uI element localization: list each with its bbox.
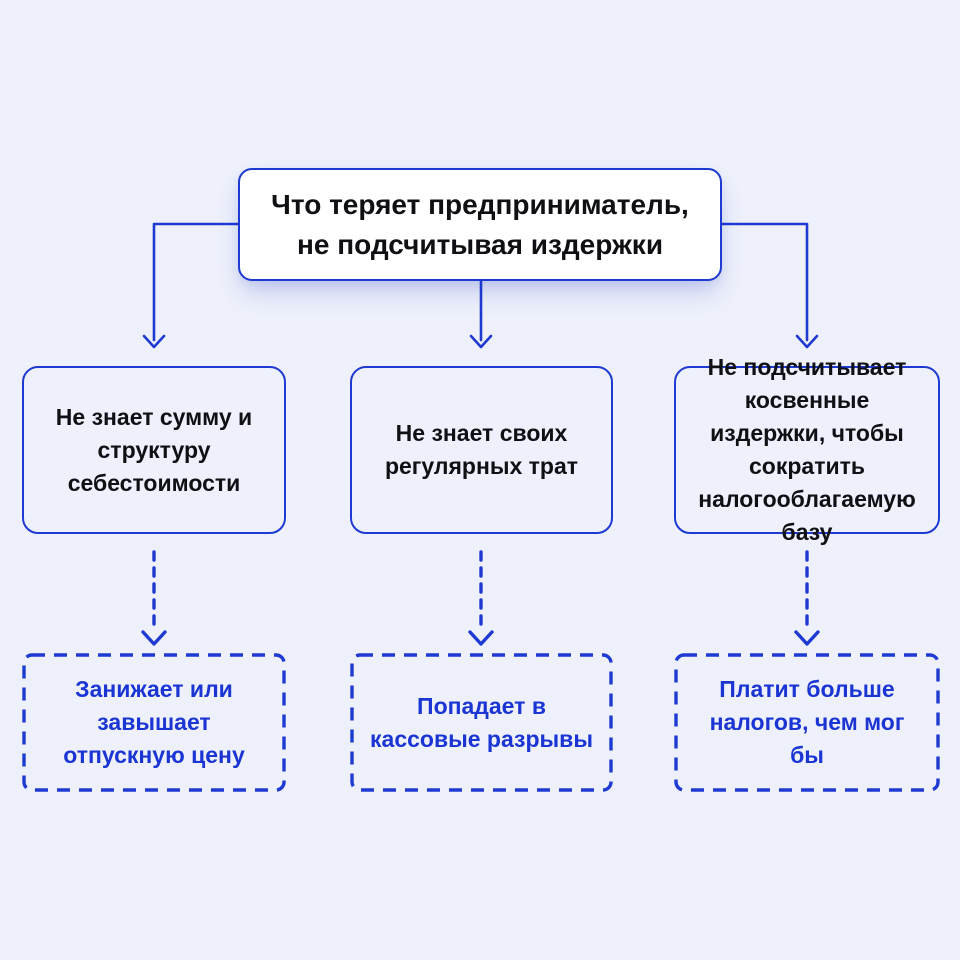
dashed-arrowhead-left xyxy=(141,630,167,646)
cause-box-indirect-costs: Не подсчитывает косвенные издержки, чтоб… xyxy=(674,354,940,545)
cause-box-cost-structure: Не знает сумму и структуру себестоимости xyxy=(22,366,286,534)
consequence-box-3-label: Платит больше налогов, чем мог бы xyxy=(709,676,905,768)
consequence-box-1-outline xyxy=(22,653,286,792)
consequence-box-2-label: Попадает в кассовые разрывы xyxy=(370,692,593,752)
solid-connector-left xyxy=(152,222,240,342)
arrowhead-left xyxy=(142,334,166,349)
root-box-title-line2: не подсчитывая издержки xyxy=(296,228,664,260)
dashed-arrowhead-center xyxy=(468,630,494,646)
root-box: Что теряет предприниматель, не подсчитыв… xyxy=(238,168,722,281)
consequence-box-taxes: Платит больше налогов, чем мог бы xyxy=(674,653,940,792)
consequence-box-3-outline xyxy=(674,653,940,792)
arrowhead-center xyxy=(469,334,493,349)
consequence-box-2-outline xyxy=(350,653,613,792)
solid-connector-right xyxy=(720,222,809,342)
arrowhead-right xyxy=(795,334,819,349)
consequence-box-pricing: Занижает или завышает отпускную цену xyxy=(22,653,286,792)
root-box-title-line1: Что теряет предприниматель, xyxy=(271,188,689,220)
dashed-arrowhead-right xyxy=(794,630,820,646)
consequence-box-1-label: Занижает или завышает отпускную цену xyxy=(63,676,245,768)
cause-box-3-label: Не подсчитывает косвенные издержки, чтоб… xyxy=(698,354,916,545)
consequence-box-cash-gaps: Попадает в кассовые разрывы xyxy=(350,653,613,792)
cause-box-regular-spending: Не знает своих регулярных трат xyxy=(350,366,613,534)
cause-box-1-label: Не знает сумму и структуру себестоимости xyxy=(55,403,253,496)
cause-box-2-label: Не знает своих регулярных трат xyxy=(384,420,579,479)
